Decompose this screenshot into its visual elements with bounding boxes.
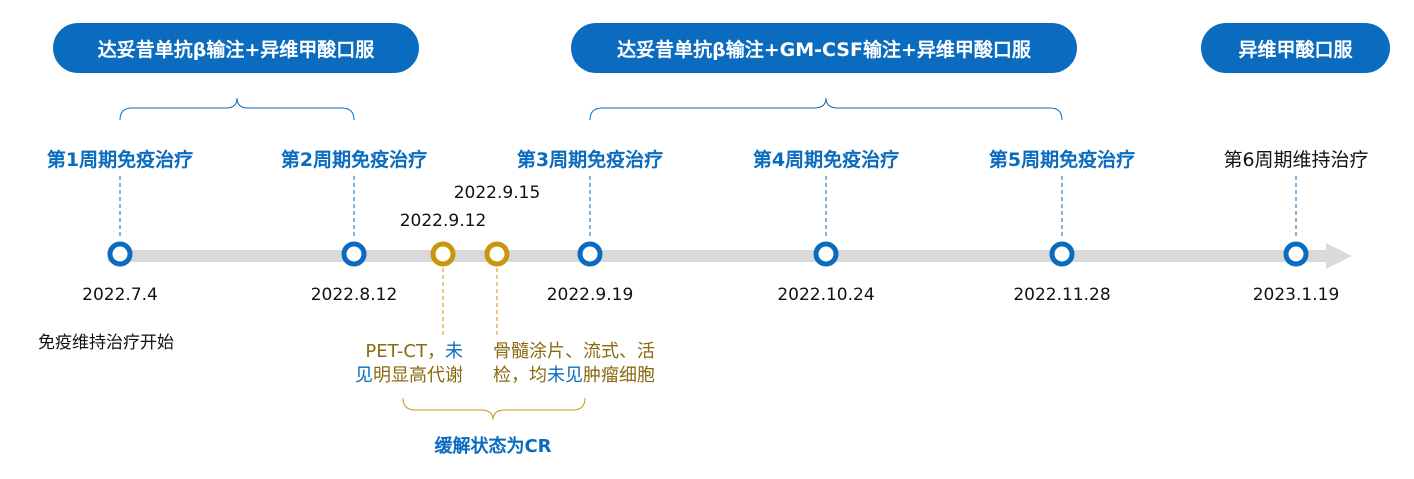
date-bone-marrow: 2022.9.15 xyxy=(453,183,541,203)
brace-treatment-2 xyxy=(589,97,1063,121)
bone-marrow-line-2: 检，均未见肿瘤细胞 xyxy=(493,365,655,386)
node-bone-marrow xyxy=(484,241,510,267)
treatment-pill-3: 异维甲酸口服 xyxy=(1201,23,1390,73)
cycle-label-4: 第4周期免疫治疗 xyxy=(752,149,900,171)
node-cycle-4 xyxy=(813,241,839,267)
brace-cr xyxy=(402,397,586,421)
treatment-pill-3-label: 异维甲酸口服 xyxy=(1238,38,1353,61)
pet-ct-finding: PET-CT，未 见明显高代谢 xyxy=(343,340,463,388)
bone-marrow-finding: 骨髓涂片、流式、活 检，均未见肿瘤细胞 xyxy=(493,340,683,388)
date-cycle-1: 2022.7.4 xyxy=(82,285,158,305)
date-cycle-6: 2023.1.19 xyxy=(1252,285,1340,305)
node-cycle-3 xyxy=(577,241,603,267)
date-cycle-5: 2022.11.28 xyxy=(1013,285,1111,305)
treatment-pill-2: 达妥昔单抗β输注+GM-CSF输注+异维甲酸口服 xyxy=(571,23,1077,73)
start-note: 免疫维持治疗开始 xyxy=(38,333,174,353)
date-cycle-2: 2022.8.12 xyxy=(310,285,398,305)
node-cycle-1 xyxy=(107,241,133,267)
date-cycle-3: 2022.9.19 xyxy=(546,285,634,305)
cycle-label-2: 第2周期免疫治疗 xyxy=(280,149,428,171)
cycle-label-5: 第5周期免疫治疗 xyxy=(988,149,1136,171)
brace-treatment-1 xyxy=(119,97,355,121)
cycle-label-1: 第1周期免疫治疗 xyxy=(46,149,194,171)
date-pet-ct: 2022.9.12 xyxy=(399,211,487,231)
pet-ct-line-2: 见明显高代谢 xyxy=(355,365,463,386)
node-pet-ct xyxy=(430,241,456,267)
timeline-axis xyxy=(108,250,1330,262)
node-cycle-6 xyxy=(1283,241,1309,267)
bone-marrow-line-1: 骨髓涂片、流式、活 xyxy=(493,341,655,362)
timeline-arrowhead xyxy=(1326,243,1352,269)
treatment-pill-1: 达妥昔单抗β输注+异维甲酸口服 xyxy=(53,23,419,73)
treatment-pill-2-label: 达妥昔单抗β输注+GM-CSF输注+异维甲酸口服 xyxy=(617,38,1031,61)
pet-ct-line-1: PET-CT，未 xyxy=(365,341,463,362)
treatment-pill-1-label: 达妥昔单抗β输注+异维甲酸口服 xyxy=(97,38,375,61)
node-cycle-5 xyxy=(1049,241,1075,267)
date-cycle-4: 2022.10.24 xyxy=(777,285,875,305)
cr-status: 缓解状态为CR xyxy=(434,436,552,457)
cycle-label-6: 第6周期维持治疗 xyxy=(1223,149,1369,171)
node-cycle-2 xyxy=(341,241,367,267)
cycle-label-3: 第3周期免疫治疗 xyxy=(516,149,664,171)
